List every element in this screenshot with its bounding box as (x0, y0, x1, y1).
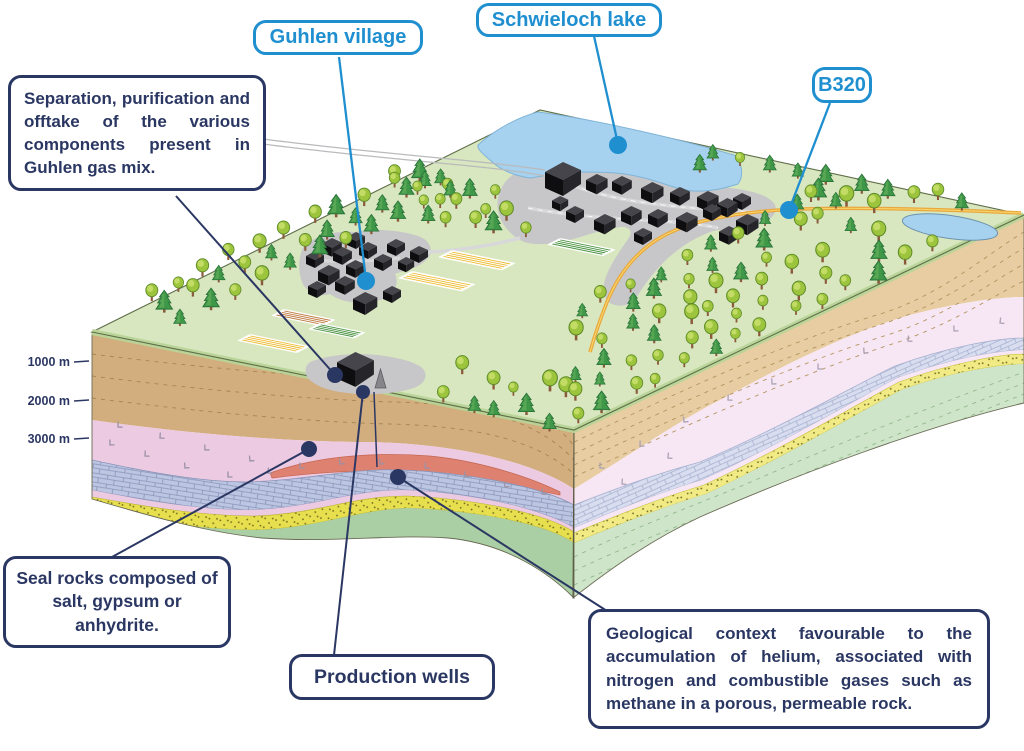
salt-marks-front (109, 421, 547, 495)
tree-icon (880, 178, 896, 200)
lake-dot-icon (609, 136, 627, 154)
crop-field (398, 271, 476, 292)
tree-icon (195, 258, 210, 278)
salt-mark-icon (503, 481, 510, 488)
salt-mark-icon (109, 439, 115, 446)
salt-mark-icon (682, 416, 689, 423)
crop-field (547, 238, 616, 256)
salt-mark-icon (621, 478, 627, 485)
salt-mark-icon (227, 471, 233, 478)
callout-geological-context: Geological context favourable to the acc… (588, 609, 990, 729)
wellhead-dot-icon (356, 385, 370, 399)
salt-marks-right (599, 317, 1005, 485)
salt-mark-icon (863, 347, 869, 354)
marker-dots (301, 136, 798, 485)
crop-field (237, 334, 310, 353)
layer-pink-right (574, 297, 1024, 505)
road-b320 (588, 206, 1022, 353)
plant-dot-icon (327, 367, 343, 383)
salt-mark-icon (299, 462, 305, 469)
salt-mark-icon (248, 455, 255, 462)
salt-mark-icon (953, 325, 959, 332)
salt-mark-icon (183, 462, 190, 469)
block-right-face (573, 215, 1024, 598)
well-bore-2 (373, 391, 378, 468)
salt-mark-icon (907, 335, 913, 343)
layer-tan-front (92, 332, 574, 489)
leader-separation (175, 195, 336, 376)
tree-icon (145, 283, 159, 302)
crop-fields (237, 238, 616, 353)
salt-mark-icon (338, 458, 345, 465)
road-dot-icon (780, 201, 798, 219)
block-front-face (92, 332, 574, 598)
salt-mark-icon (144, 450, 150, 457)
salt-mark-icon (999, 317, 1005, 325)
crop-field (271, 309, 336, 327)
callout-seal-rocks: Seal rocks composed of salt, gypsum or a… (3, 556, 231, 648)
salt-mark-icon (267, 467, 273, 475)
depth-label-2000: 2000 m (27, 394, 70, 408)
layer-pink2-front (92, 490, 574, 532)
depth-label-1000: 1000 m (27, 355, 70, 369)
tree-icon (762, 154, 777, 174)
salt-mark-icon (424, 462, 430, 469)
crop-field (438, 250, 516, 271)
salt-mark-icon (464, 471, 470, 478)
salt-mark-icon (117, 421, 123, 428)
salt-mark-icon (378, 458, 385, 465)
crop-field (308, 323, 366, 339)
leader-geological-context (397, 476, 608, 612)
salt-mark-icon (667, 452, 673, 460)
tree-icon (854, 173, 870, 195)
reservoir-dot-icon (390, 469, 406, 485)
front-face-outline (91, 331, 575, 600)
tree-icon (954, 192, 969, 212)
block-corner-edge (572, 429, 575, 599)
salt-mark-icon (771, 378, 777, 385)
callout-b320: B320 (812, 67, 872, 103)
leader-guhlen-village (337, 56, 368, 281)
callout-production-wells: Production wells (289, 654, 495, 700)
salt-mark-icon (727, 394, 733, 401)
strata-dashes-tan-right (573, 231, 1024, 478)
gas-plant (337, 352, 387, 389)
salt-mark-icon (541, 488, 547, 495)
depth-ticks (73, 360, 90, 440)
layer-tan-right (574, 215, 1024, 489)
salt-mark-icon (204, 444, 210, 451)
salt-mark-icon (599, 462, 605, 469)
grass-edge-line (91, 214, 1024, 431)
tree-icon (327, 193, 346, 218)
callout-separation: Separation, purification and offtake of … (8, 75, 266, 192)
leader-seal-rocks (111, 448, 310, 558)
layer-green-right (573, 364, 1024, 598)
pond (901, 213, 999, 241)
seal-rock-dot-icon (301, 441, 317, 457)
callout-schwieloch-lake: Schwieloch lake (476, 3, 662, 37)
salt-mark-icon (159, 432, 165, 439)
layer-pink2-right (574, 350, 1024, 533)
salt-mark-icon (817, 363, 823, 370)
village-dot-icon (357, 272, 375, 290)
depth-label-3000: 3000 m (27, 432, 70, 446)
strata-dashes-tan-front (92, 353, 574, 475)
leader-schwieloch-lake (592, 35, 620, 145)
top-face (90, 109, 1024, 434)
lake (477, 111, 743, 192)
salt-mark-icon (639, 440, 645, 447)
leader-production-wells (333, 391, 364, 656)
plant-silo-icon (374, 367, 387, 389)
callout-guhlen-village: Guhlen village (253, 20, 423, 55)
layer-green-front (92, 499, 574, 598)
right-face-outline (572, 214, 1024, 599)
leader-lines (111, 35, 832, 656)
leader-b320 (787, 102, 832, 211)
